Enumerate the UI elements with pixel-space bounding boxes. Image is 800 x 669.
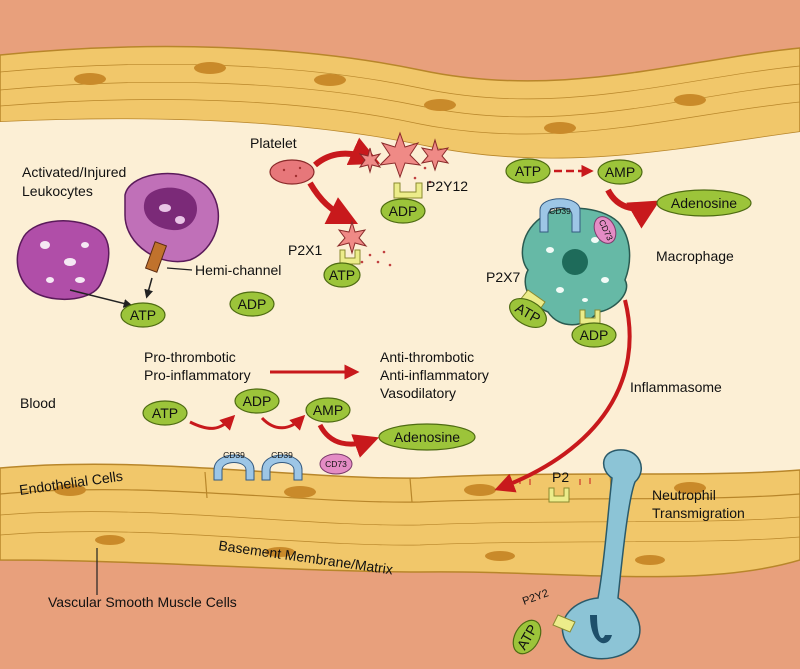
adp-molecule-bottom: ADP — [234, 388, 280, 414]
activated-leukocyte-left — [16, 220, 110, 301]
anti-inflammatory-label: Anti-inflammatory — [380, 367, 489, 383]
atp-molecule-top: ATP — [505, 158, 551, 184]
platelet — [269, 159, 315, 185]
hemi-channel-label: Hemi-channel — [195, 262, 281, 278]
amp-to-adenosine-arrow-top — [605, 188, 660, 229]
neutrophil-label-1: Neutrophil — [652, 487, 716, 503]
adp-label-bottom: ADP — [243, 393, 272, 409]
inflammasome-label: Inflammasome — [630, 379, 722, 395]
adp-molecule-free: ADP — [229, 291, 275, 317]
amp-label-top: AMP — [605, 164, 635, 180]
p2-receptor-endothelial — [548, 487, 570, 503]
top-wall-nuclei — [74, 62, 706, 134]
activated-leukocytes-label-1: Activated/Injured — [22, 164, 126, 180]
p2-label: P2 — [552, 469, 569, 485]
adenosine-label-top: Adenosine — [671, 195, 737, 211]
adp-molecule-macrophage: ADP — [571, 322, 617, 348]
cd73-endothelial: CD73 — [319, 453, 353, 475]
platelet-label: Platelet — [250, 135, 297, 151]
leukocyte-atp-arrow-2 — [144, 277, 154, 299]
bottom-wall-nuclei — [54, 482, 706, 565]
cd39-endothelial-1: CD39 — [213, 450, 255, 481]
platelet-dots — [282, 166, 302, 178]
cd39-label-endothelial-1: CD39 — [223, 450, 245, 460]
atp-molecule-bottom: ATP — [142, 400, 188, 426]
inflammasome-arrow — [494, 299, 632, 493]
adp-molecule-platelet: ADP — [380, 198, 426, 224]
p2x1-label: P2X1 — [288, 242, 322, 258]
atp-to-adp-arrow-bottom — [189, 414, 236, 431]
hemi-channel — [144, 241, 168, 273]
macrophage-label: Macrophage — [656, 248, 734, 264]
platelet-granules — [360, 166, 432, 267]
anti-thrombotic-label: Anti-thrombotic — [380, 349, 474, 365]
platelet-to-p2x1-arrow — [307, 181, 359, 225]
atp-label-bottom: ATP — [152, 405, 178, 421]
pro-inflammatory-label: Pro-inflammatory — [144, 367, 251, 383]
amp-label-bottom: AMP — [313, 402, 343, 418]
adp-to-amp-arrow-bottom — [260, 414, 306, 431]
cd73-macrophage: CD73 — [593, 216, 617, 244]
pro-thrombotic-label: Pro-thrombotic — [144, 349, 236, 365]
adenosine-label-bottom: Adenosine — [394, 429, 460, 445]
leukocyte-atp-arrow-1 — [69, 289, 133, 308]
atp-molecule-p2x1: ATP — [323, 262, 361, 288]
activated-leukocytes-label-2: Leukocytes — [22, 183, 93, 199]
cd73-label-endothelial: CD73 — [325, 459, 347, 469]
neutrophil-label-2: Transmigration — [652, 505, 745, 521]
endothelial-activation-ticks — [519, 478, 591, 485]
p2y12-label: P2Y12 — [426, 178, 468, 194]
amp-to-adenosine-arrow-bottom — [317, 423, 380, 458]
adp-label-platelet: ADP — [389, 203, 418, 219]
p2y12-receptor — [393, 182, 423, 199]
p2x7-label: P2X7 — [486, 269, 520, 285]
adp-label-macrophage: ADP — [580, 327, 609, 343]
p2y2-receptor — [552, 614, 576, 633]
amp-molecule-top: AMP — [597, 159, 643, 185]
atp-label-top: ATP — [515, 163, 541, 179]
adenosine-molecule-top: Adenosine — [656, 189, 752, 217]
adp-label-free: ADP — [238, 296, 267, 312]
adenosine-molecule-bottom: Adenosine — [378, 423, 476, 451]
cd39-label-endothelial-2: CD39 — [271, 450, 293, 460]
atp-label-p2x1: ATP — [329, 267, 355, 283]
bottom-wall-fibers — [0, 511, 800, 546]
atp-molecule-leukocyte: ATP — [120, 302, 166, 328]
atp-label-leukocyte: ATP — [130, 307, 156, 323]
neutrophil — [561, 449, 642, 660]
cd39-macrophage: CD39 — [539, 198, 581, 233]
smooth-muscle-label: Vascular Smooth Muscle Cells — [48, 594, 237, 610]
amp-molecule-bottom: AMP — [305, 397, 351, 423]
activated-leukocyte-right — [124, 172, 220, 263]
activated-platelets — [336, 131, 450, 255]
cd39-label-macrophage: CD39 — [549, 206, 571, 216]
cd39-endothelial-2: CD39 — [261, 450, 303, 481]
blood-label: Blood — [20, 395, 56, 411]
hemi-channel-pointer — [166, 267, 193, 271]
vasodilatory-label: Vasodilatory — [380, 385, 456, 401]
